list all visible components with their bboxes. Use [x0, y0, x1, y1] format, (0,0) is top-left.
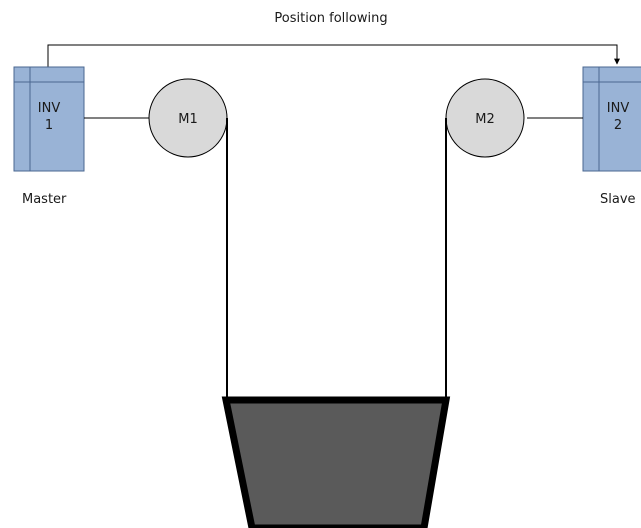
- motor-m2-label: M2: [475, 112, 495, 127]
- slave-drive-label-line1: INV: [607, 101, 630, 116]
- slave-drive-body: [582, 66, 641, 172]
- master-drive-inv1: INV 1: [13, 66, 85, 172]
- slave-drive-inv2: INV 2: [582, 66, 641, 172]
- position-following-signal-line: [47, 44, 620, 67]
- motor-m2: M2: [445, 78, 525, 158]
- diagram-title: Position following: [274, 11, 387, 26]
- master-drive-body: [13, 66, 85, 172]
- master-role-label: Master: [22, 192, 67, 207]
- motor-m1-label: M1: [178, 112, 198, 127]
- slave-drive-label-line2: 2: [614, 118, 622, 133]
- slave-role-label: Slave: [600, 192, 636, 207]
- master-drive-label-line2: 1: [45, 118, 53, 133]
- master-drive-label-line1: INV: [38, 101, 61, 116]
- hanging-load: [221, 396, 451, 528]
- motor-m1: M1: [148, 78, 228, 158]
